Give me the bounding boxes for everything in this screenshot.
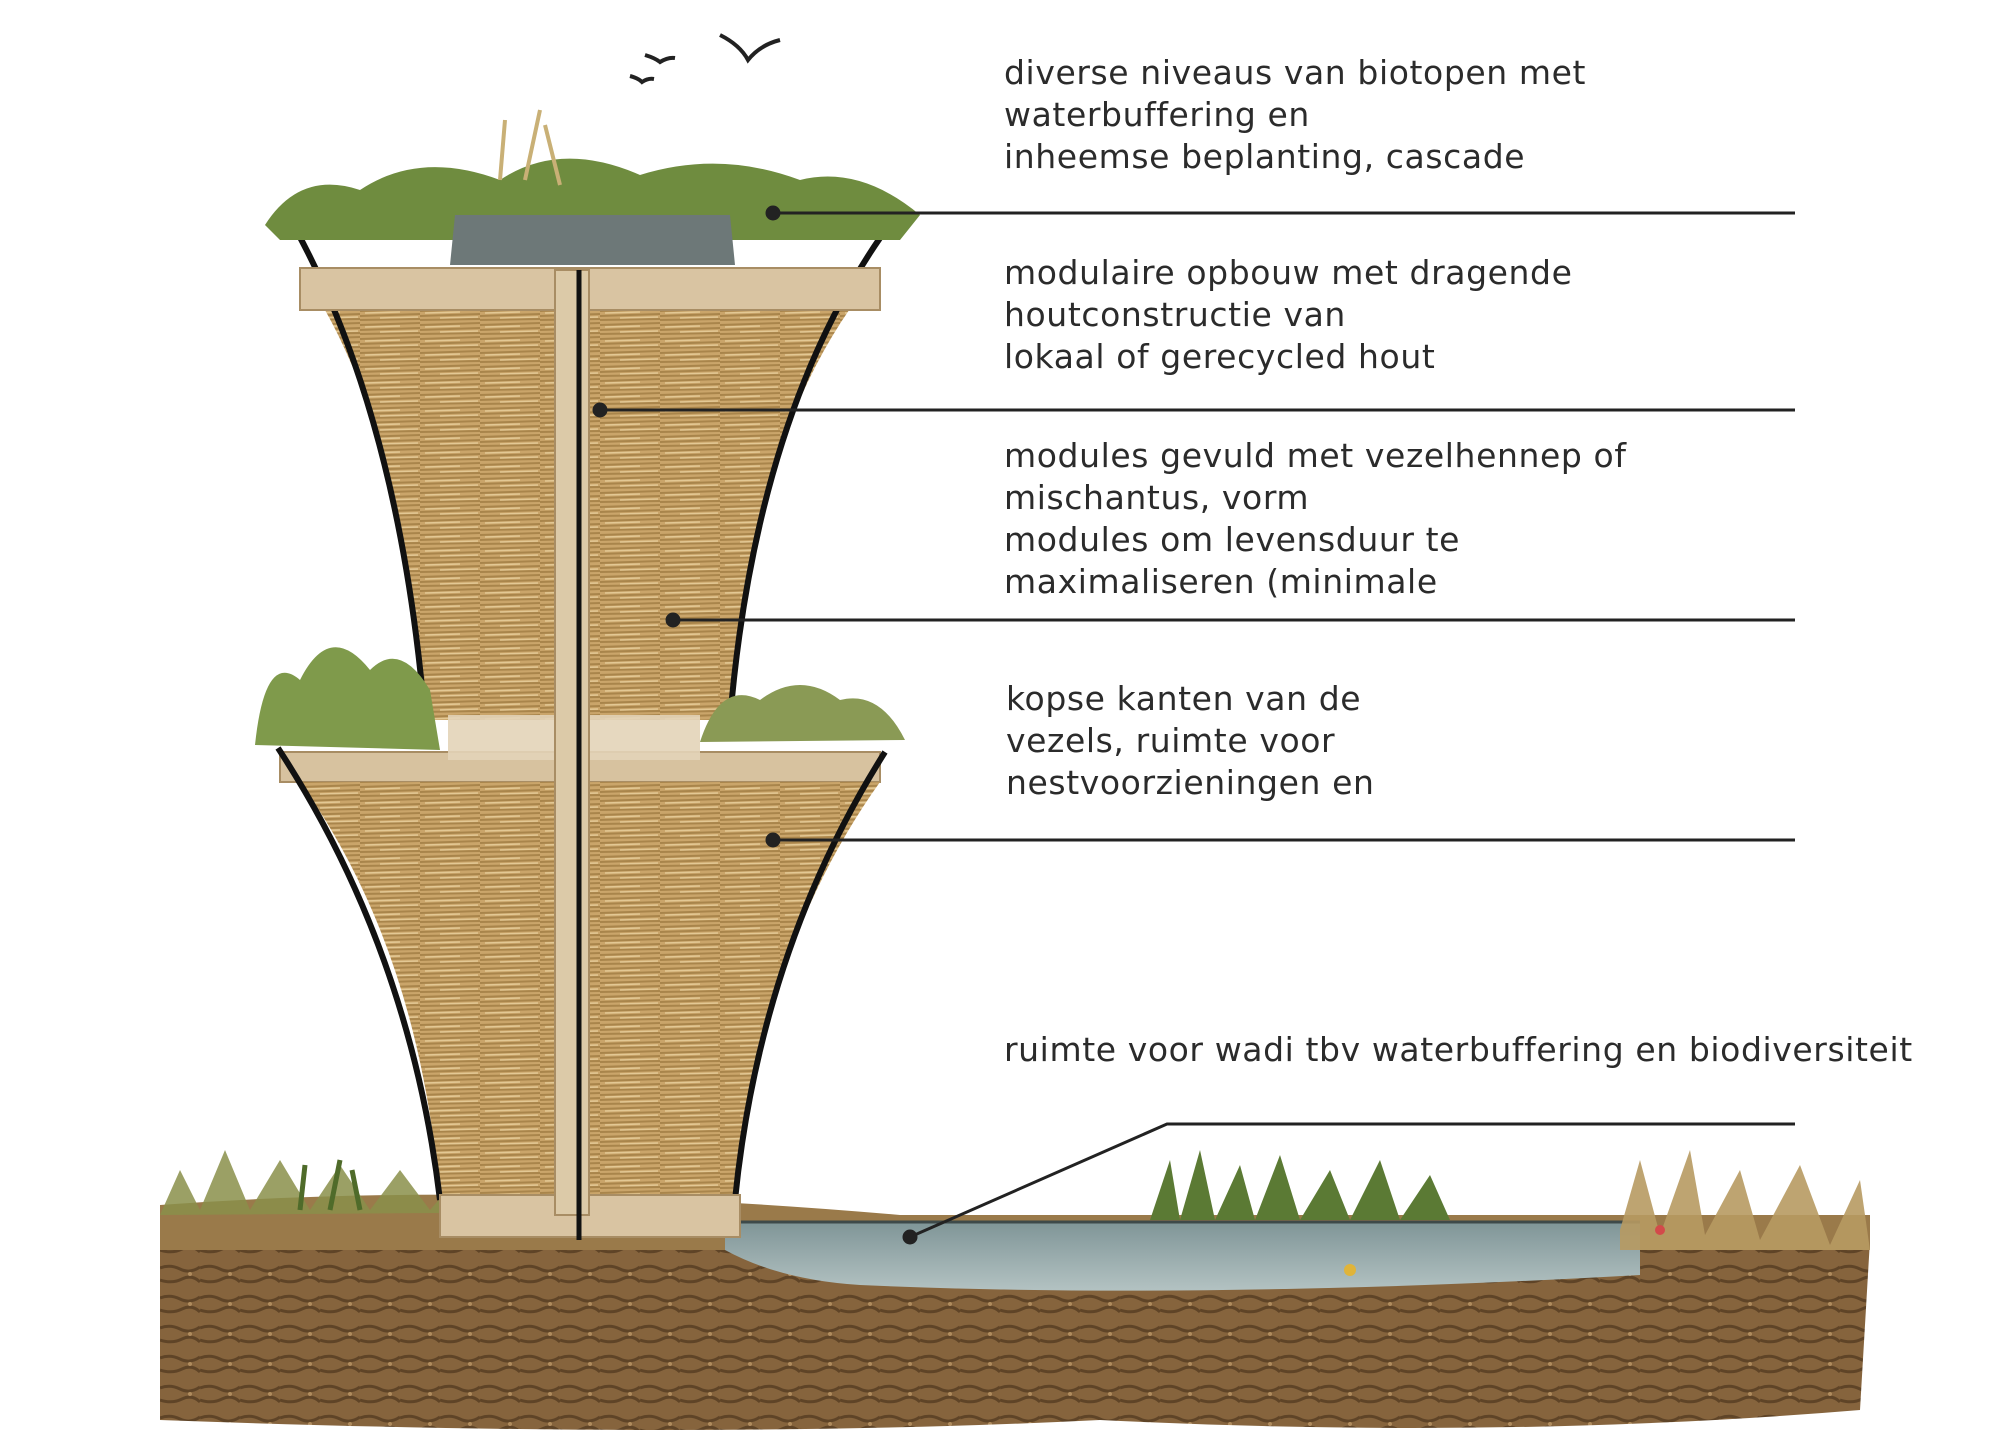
timber-column	[554, 269, 590, 1240]
wadi-basin	[725, 1150, 1870, 1291]
annotation-line: maximaliseren (minimale	[1004, 562, 1438, 601]
annotation-line: nestvoorzieningen en	[1006, 763, 1375, 802]
annotation-line: houtconstructie van	[1004, 295, 1346, 334]
annotation-line: lokaal of gerecycled hout	[1004, 337, 1436, 376]
annotation-line: modulaire opbouw met dragende	[1004, 253, 1573, 292]
annotation-line: inheemse beplanting, cascade	[1004, 137, 1526, 176]
upper-module	[265, 109, 920, 721]
bird-icon	[719, 33, 781, 64]
annotation-line: waterbuffering en	[1004, 95, 1310, 134]
annotation-wadi: ruimte voor wadi tbv waterbuffering en b…	[1004, 1029, 1913, 1071]
annotation-line: modules gevuld met vezelhennep of	[1004, 436, 1627, 475]
annotation-biotopes: diverse niveaus van biotopen met waterbu…	[1004, 52, 1586, 178]
annotation-line: diverse niveaus van biotopen met	[1004, 53, 1587, 92]
leader-dot	[592, 402, 608, 418]
annotation-line: modules om levensduur te	[1004, 520, 1461, 559]
leader-dot	[902, 1229, 918, 1245]
annotation-nesting: kopse kanten van de vezels, ruimte voor …	[1006, 678, 1375, 804]
annotation-timber-structure: modulaire opbouw met dragende houtconstr…	[1004, 252, 1573, 378]
leader-dot	[765, 832, 781, 848]
annotation-line: vezels, ruimte voor	[1006, 721, 1336, 760]
annotation-line: ruimte voor wadi tbv waterbuffering en b…	[1004, 1030, 1913, 1069]
leader-lines	[592, 205, 1795, 1245]
annotation-line: kopse kanten van de	[1006, 679, 1362, 718]
bird-icon	[629, 74, 655, 85]
leader-line	[909, 1122, 1795, 1239]
annotation-line: mischantus, vorm	[1004, 478, 1310, 517]
birds	[629, 33, 781, 85]
bird-icon	[644, 53, 676, 65]
leader-dot	[765, 205, 781, 221]
annotation-fiber-modules: modules gevuld met vezelhennep of mischa…	[1004, 435, 1627, 603]
leader-dot	[665, 612, 681, 628]
